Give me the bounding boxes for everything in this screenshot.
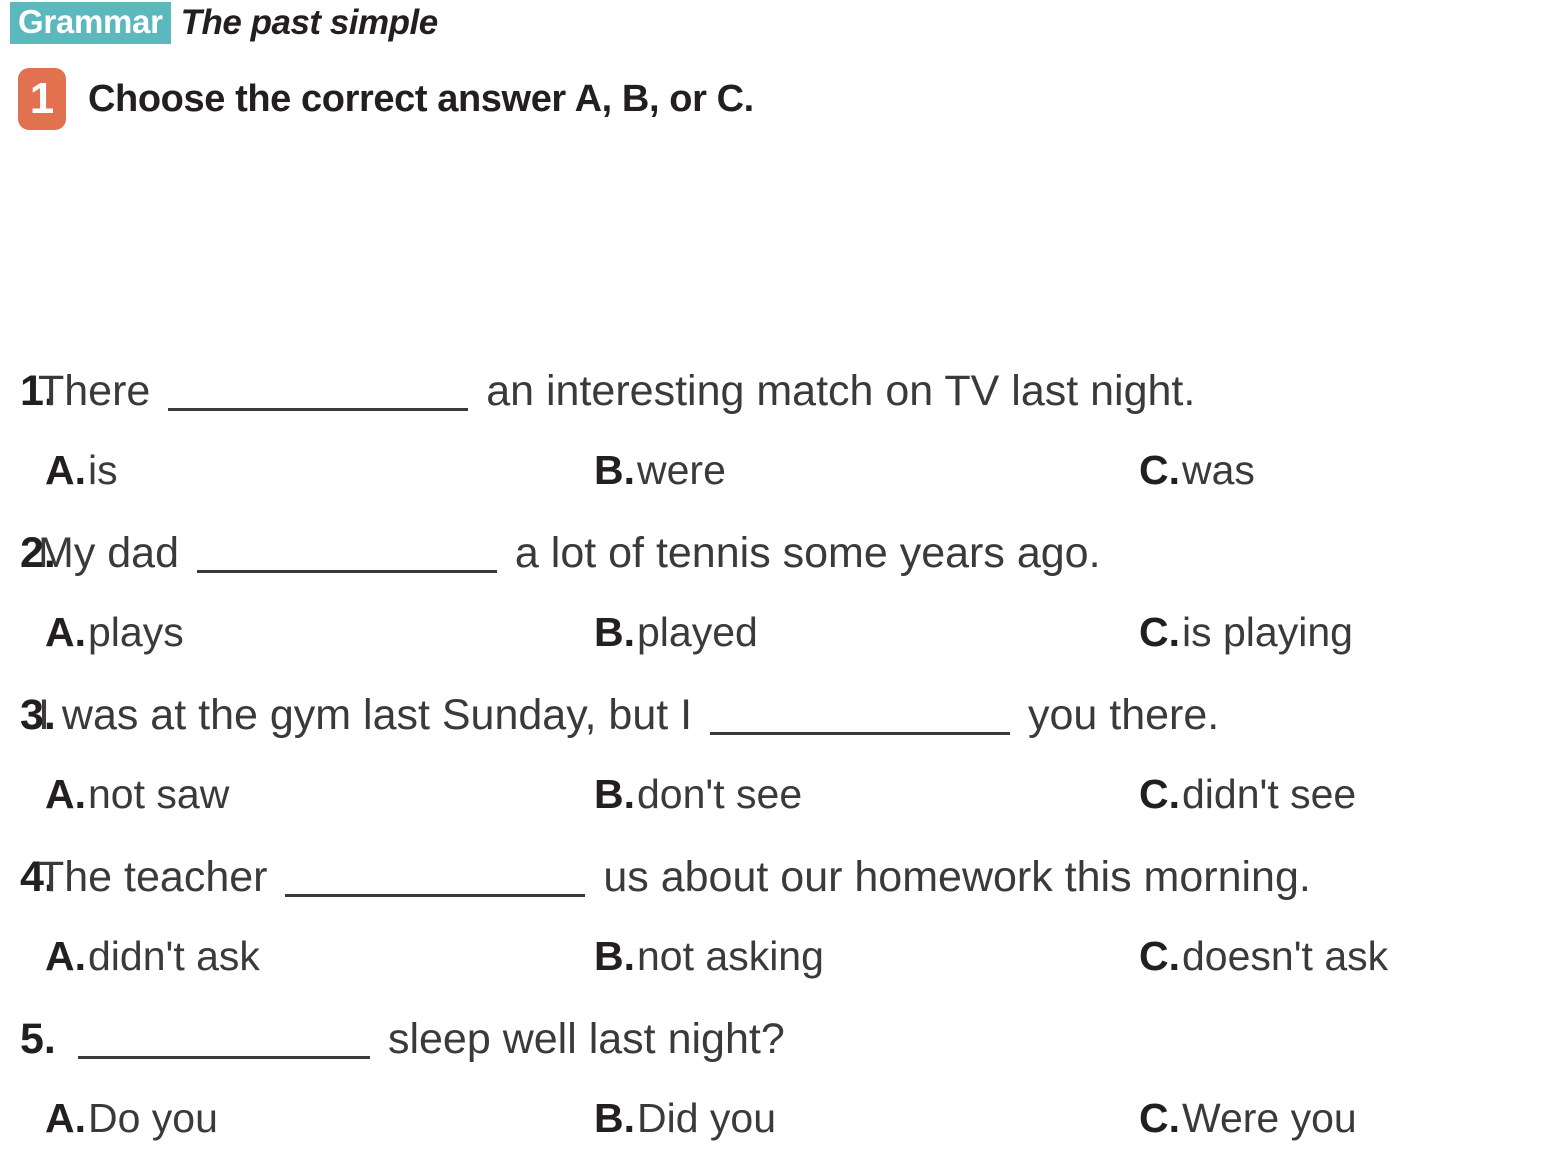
page-title: The past simple — [180, 3, 439, 42]
instruction-text: Choose the correct answer A, B, or C. — [88, 77, 754, 120]
section-header: Grammar The past simple — [10, 2, 438, 44]
answer-option-a[interactable]: A.plays — [45, 592, 184, 672]
exercise-number-badge: 1 — [18, 68, 66, 130]
option-letter: A. — [45, 771, 86, 817]
question-stem: 3.I was at the gym last Sunday, but I yo… — [0, 676, 1566, 754]
option-letter: B. — [594, 447, 635, 493]
option-value: Were you — [1182, 1095, 1357, 1141]
answer-option-b[interactable]: B.not asking — [594, 916, 824, 996]
question-text-after-blank: us about our homework this morning. — [591, 853, 1311, 901]
answer-blank[interactable] — [285, 860, 586, 897]
question-text-before-blank: I was at the gym last Sunday, but I — [38, 691, 705, 739]
answer-option-c[interactable]: C.was — [1139, 430, 1255, 510]
option-value: didn't see — [1182, 771, 1357, 817]
questions-list: 1.There an interesting match on TV last … — [0, 352, 1566, 1162]
option-value: played — [637, 609, 758, 655]
option-letter: C. — [1139, 771, 1180, 817]
question-block: 2.My dad a lot of tennis some years ago.… — [0, 514, 1566, 676]
answer-option-c[interactable]: C.is playing — [1139, 592, 1353, 672]
option-letter: C. — [1139, 447, 1180, 493]
question-text-after-blank: sleep well last night? — [376, 1015, 785, 1063]
question-number: 1. — [20, 367, 56, 415]
question-text: The teacher us about our homework this m… — [38, 838, 1311, 916]
answer-blank[interactable] — [168, 374, 469, 411]
answer-option-c[interactable]: C.didn't see — [1139, 754, 1356, 834]
question-text-after-blank: an interesting match on TV last night. — [474, 367, 1196, 415]
question-options: A.Do you B.Did you C.Were you — [0, 1078, 1566, 1158]
option-value: don't see — [637, 771, 803, 817]
question-text: My dad a lot of tennis some years ago. — [38, 514, 1101, 592]
option-value: is — [88, 447, 118, 493]
question-text: sleep well last night? — [72, 1000, 785, 1078]
answer-blank[interactable] — [196, 536, 497, 573]
question-text: There an interesting match on TV last ni… — [38, 352, 1195, 430]
option-letter: B. — [594, 1095, 635, 1141]
grammar-badge: Grammar — [10, 2, 171, 44]
question-stem: 2.My dad a lot of tennis some years ago. — [0, 514, 1566, 592]
option-value: doesn't ask — [1182, 933, 1389, 979]
question-stem: 1.There an interesting match on TV last … — [0, 352, 1566, 430]
question-block: 4.The teacher us about our homework this… — [0, 838, 1566, 1000]
question-options: A.not saw B.don't see C.didn't see — [0, 754, 1566, 834]
option-value: not saw — [88, 771, 230, 817]
question-text-after-blank: you there. — [1016, 691, 1220, 739]
option-letter: C. — [1139, 933, 1180, 979]
option-value: Did you — [637, 1095, 777, 1141]
question-options: A.plays B.played C.is playing — [0, 592, 1566, 672]
option-letter: A. — [45, 447, 86, 493]
option-value: Do you — [88, 1095, 218, 1141]
answer-option-a[interactable]: A.not saw — [45, 754, 229, 834]
question-stem: 5. sleep well last night? — [0, 1000, 1566, 1078]
answer-option-b[interactable]: B.don't see — [594, 754, 802, 834]
answer-option-a[interactable]: A.didn't ask — [45, 916, 260, 996]
answer-option-a[interactable]: A.Do you — [45, 1078, 218, 1158]
question-number: 2. — [20, 529, 56, 577]
answer-blank[interactable] — [710, 698, 1011, 735]
option-value: plays — [88, 609, 184, 655]
question-options: A.didn't ask B.not asking C.doesn't ask — [0, 916, 1566, 996]
question-block: 3.I was at the gym last Sunday, but I yo… — [0, 676, 1566, 838]
answer-option-b[interactable]: B.played — [594, 592, 758, 672]
option-letter: A. — [45, 933, 86, 979]
question-number: 3. — [20, 691, 56, 739]
question-block: 1.There an interesting match on TV last … — [0, 352, 1566, 514]
question-number: 5. — [20, 1015, 56, 1063]
option-value: not asking — [637, 933, 824, 979]
answer-blank[interactable] — [78, 1022, 370, 1059]
option-letter: B. — [594, 933, 635, 979]
instruction-row: 1 Choose the correct answer A, B, or C. — [18, 68, 754, 130]
option-letter: C. — [1139, 1095, 1180, 1141]
option-value: didn't ask — [88, 933, 260, 979]
question-options: A.is B.were C.was — [0, 430, 1566, 510]
option-letter: B. — [594, 609, 635, 655]
question-text-after-blank: a lot of tennis some years ago. — [502, 529, 1101, 577]
answer-option-c[interactable]: C.Were you — [1139, 1078, 1357, 1158]
option-letter: A. — [45, 1095, 86, 1141]
question-text-before-blank: My dad — [38, 529, 191, 577]
option-value: were — [637, 447, 726, 493]
answer-option-b[interactable]: B.Did you — [594, 1078, 776, 1158]
question-stem: 4.The teacher us about our homework this… — [0, 838, 1566, 916]
question-text-before-blank: There — [38, 367, 163, 415]
answer-option-c[interactable]: C.doesn't ask — [1139, 916, 1388, 996]
option-value: is playing — [1182, 609, 1353, 655]
question-text-before-blank: The teacher — [38, 853, 280, 901]
option-letter: C. — [1139, 609, 1180, 655]
question-text: I was at the gym last Sunday, but I you … — [38, 676, 1219, 754]
question-number: 4. — [20, 853, 56, 901]
option-value: was — [1182, 447, 1255, 493]
option-letter: A. — [45, 609, 86, 655]
answer-option-b[interactable]: B.were — [594, 430, 726, 510]
option-letter: B. — [594, 771, 635, 817]
answer-option-a[interactable]: A.is — [45, 430, 118, 510]
